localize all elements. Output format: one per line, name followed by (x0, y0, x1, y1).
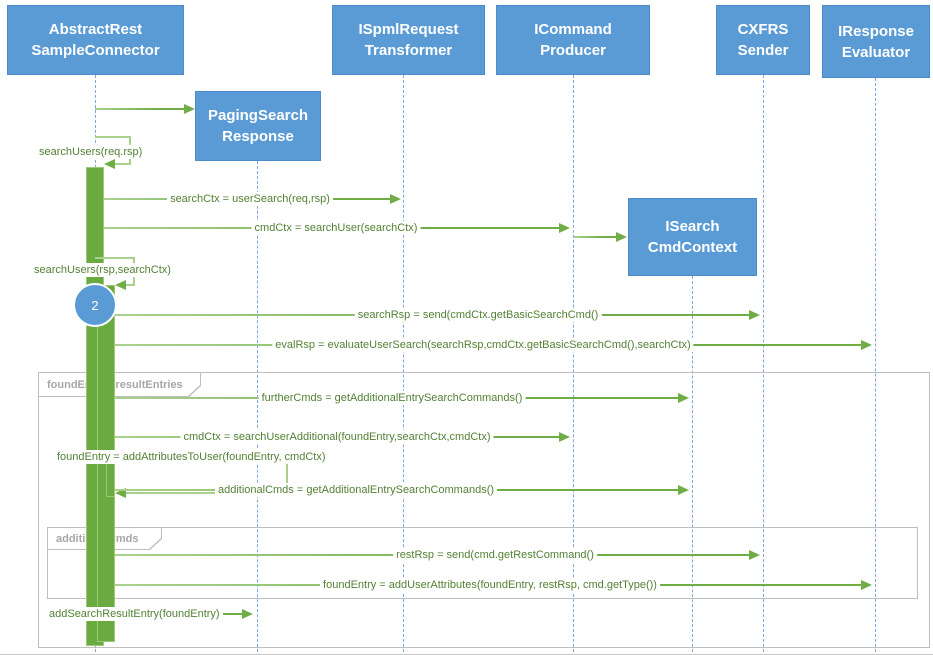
participant-abstract-rest-sample-connector: AbstractRest SampleConnector (7, 5, 184, 75)
lifeline-cxfrs-sender (763, 75, 764, 652)
object-isearch-cmd-context: ISearch CmdContext (628, 198, 757, 276)
message-add-attributes-to-user-label: foundEntry = addAttributesToUser(foundEn… (54, 450, 329, 464)
message-search-user-label: cmdCtx = searchUser(searchCtx) (251, 221, 421, 235)
message-further-cmds-label: furtherCmds = getAdditionalEntrySearchCo… (258, 391, 526, 405)
lifeline-icommand-producer (573, 75, 574, 652)
lifeline-iresponse-evaluator (875, 78, 876, 652)
participant-icommand-producer: ICommand Producer (496, 5, 650, 75)
lifeline-isearch-cmd-context (692, 276, 693, 652)
message-evaluate-user-search-label: evalRsp = evaluateUserSearch(searchRsp,c… (272, 338, 694, 352)
message-self-search-users-req-label: searchUsers(req.rsp) (36, 145, 146, 159)
participant-ispml-request-transformer: ISpmlRequest Transformer (332, 5, 485, 75)
participant-iresponse-evaluator: IResponse Evaluator (822, 5, 930, 78)
message-rest-send-label: restRsp = send(cmd.getRestCommand() (393, 548, 597, 562)
object-paging-search-response: PagingSearch Response (195, 91, 321, 161)
message-add-user-attributes-label: foundEntry = addUserAttributes(foundEntr… (320, 578, 660, 592)
message-send-basic-search-label: searchRsp = send(cmdCtx.getBasicSearchCm… (354, 308, 602, 322)
message-user-search-label: searchCtx = userSearch(req,rsp) (167, 192, 333, 206)
message-self-search-users-rsp-label: searchUsers(rsp,searchCtx) (31, 263, 174, 277)
message-add-search-result-entry-label: addSearchResultEntry(foundEntry) (46, 607, 223, 621)
participant-cxfrs-sender: CXFRS Sender (716, 5, 810, 75)
loop-frame-result-entries-tab: foundEntry : resultEntries (39, 373, 201, 397)
sequence-number-badge: 2 (73, 283, 117, 327)
activation-bar-self-call (106, 461, 115, 497)
message-search-user-additional-label: cmdCtx = searchUserAdditional(foundEntry… (180, 430, 494, 444)
lifeline-paging-search-response (257, 161, 258, 652)
lifeline-ispml-request-transformer (403, 75, 404, 652)
loop-frame-result-entries-label: foundEntry : resultEntries (39, 373, 200, 396)
message-additional-cmds-label: additionalCmds = getAdditionalEntrySearc… (214, 483, 498, 497)
